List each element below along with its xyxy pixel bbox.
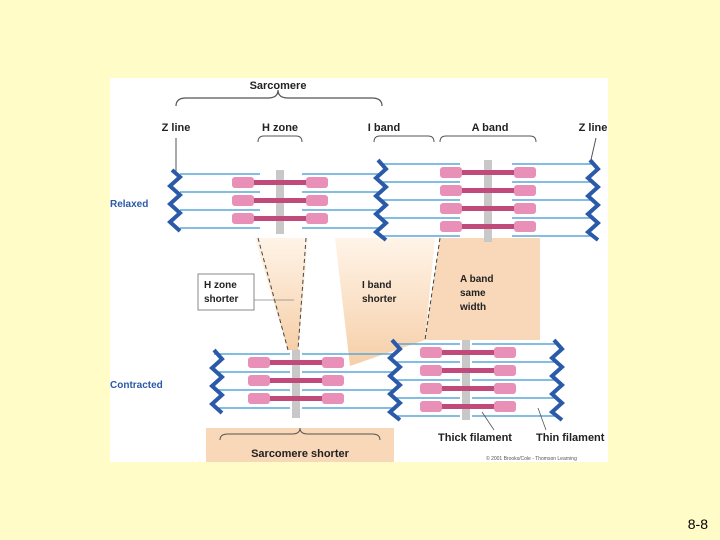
- thin-filaments-contracted-right: [396, 343, 558, 417]
- thick-filaments-contracted-right: [420, 347, 516, 412]
- h-zone-shorter-line1: H zone: [204, 280, 237, 291]
- h-zone-label: H zone: [262, 122, 298, 134]
- thick-filaments-relaxed-left: [232, 177, 328, 224]
- thick-filaments-contracted-left: [248, 357, 344, 404]
- sarcomere-bracket: [175, 89, 383, 107]
- a-band-dash-left: [424, 237, 441, 341]
- i-band-bracket: [373, 135, 435, 143]
- thick-filament-pointer: [481, 411, 495, 431]
- sarcomere-shorter-section: Sarcomere shorter: [206, 427, 394, 462]
- h-zone-shorter-line2: shorter: [204, 294, 239, 305]
- z-line-left-label: Z line: [162, 122, 191, 134]
- thick-filament-label: Thick filament: [438, 432, 512, 444]
- callouts: H zone shorter I band shorter A band sam…: [197, 273, 494, 313]
- slide-number: 8-8: [687, 516, 708, 532]
- z-line-right-label: Z line: [579, 122, 608, 134]
- h-zone-dash-left: [257, 237, 289, 351]
- thin-filament-label: Thin filament: [536, 432, 605, 444]
- thin-filament-pointer: [537, 407, 547, 431]
- z-line-relaxed-right: [584, 158, 601, 242]
- z-line-contracted-middle: [386, 338, 403, 422]
- a-band-bracket: [439, 135, 537, 143]
- band-connectors: [255, 237, 540, 366]
- i-band-shorter-line2: shorter: [362, 294, 397, 305]
- contracted-label: Contracted: [110, 380, 163, 391]
- i-band-label: I band: [368, 122, 400, 134]
- a-band-same-width-line1: A band: [460, 274, 494, 285]
- h-zone-connector: [255, 238, 308, 350]
- contracted-sarcomere: Contracted: [110, 338, 565, 422]
- h-zone-shorter-box: [197, 273, 255, 311]
- m-line-contracted-right: [462, 340, 470, 420]
- thick-filaments-relaxed-right: [440, 167, 536, 232]
- sarcomere-diagram: Sarcomere Z line H zone I band A band Z …: [110, 80, 608, 462]
- thin-filaments-relaxed-right: [382, 163, 592, 237]
- a-band-label: A band: [472, 122, 509, 134]
- z-line-relaxed-middle: [372, 158, 389, 242]
- m-line-right: [484, 160, 492, 242]
- relaxed-sarcomere: Relaxed: [110, 158, 601, 242]
- h-zone-bracket: [257, 135, 303, 143]
- a-band-connector: [425, 238, 540, 340]
- a-band-same-width-line3: width: [459, 302, 486, 313]
- h-zone-dash-right: [297, 237, 307, 351]
- sarcomere-label: Sarcomere: [250, 80, 307, 92]
- thin-filaments-relaxed-left: [180, 173, 382, 229]
- copyright-text: © 2001 Brooks/Cole - Thomson Learning: [486, 455, 577, 462]
- relaxed-label: Relaxed: [110, 199, 148, 210]
- top-labels: Sarcomere Z line H zone I band A band Z …: [162, 80, 608, 174]
- z-line-contracted-left: [209, 348, 225, 415]
- a-band-same-width-line2: same: [460, 288, 486, 299]
- z-line-relaxed-left: [167, 168, 184, 233]
- filament-labels: Thick filament Thin filament: [438, 407, 605, 444]
- sarcomere-figure: Sarcomere Z line H zone I band A band Z …: [110, 78, 608, 462]
- sarcomere-shorter-bracket: [219, 427, 381, 441]
- sarcomere-shorter-label: Sarcomere shorter: [251, 448, 350, 460]
- thin-filaments-contracted-left: [214, 353, 396, 409]
- z-line-contracted-right: [548, 338, 565, 422]
- i-band-shorter-line1: I band: [362, 280, 391, 291]
- m-line-contracted-left: [292, 350, 300, 418]
- i-band-connector: [335, 238, 435, 366]
